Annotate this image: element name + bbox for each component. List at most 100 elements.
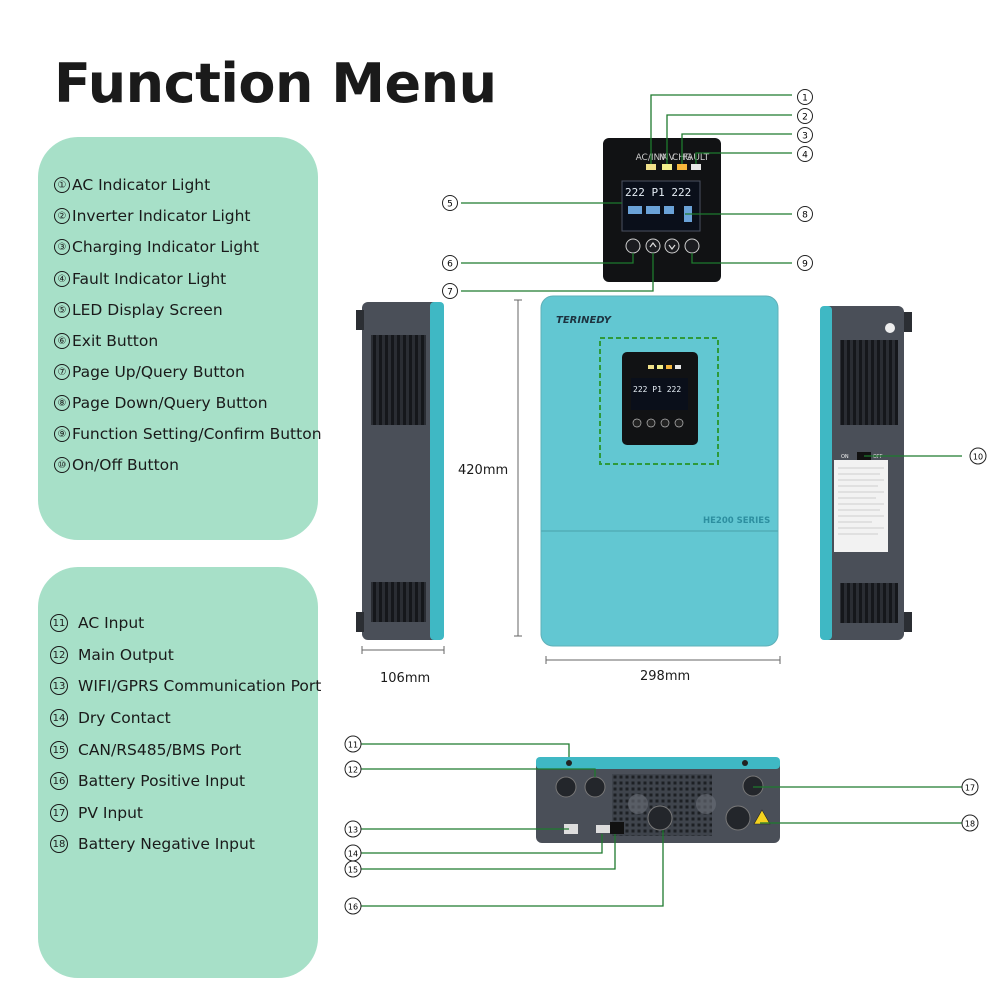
- svg-text:8: 8: [802, 211, 808, 221]
- item-number: 15: [50, 741, 68, 759]
- svg-text:13: 13: [348, 826, 358, 835]
- front-panel-legend: [38, 137, 318, 540]
- callout-13: 13: [344, 820, 362, 838]
- charging-indicator-light: [677, 164, 687, 170]
- item-label: Charging Indicator Light: [72, 238, 260, 256]
- confirm-button-icon: [684, 238, 700, 254]
- lcd-icon: [664, 206, 674, 214]
- item-number: 13: [50, 677, 68, 695]
- svg-text:18: 18: [965, 820, 975, 829]
- item-label: PV Input: [78, 804, 144, 822]
- item-label: Fault Indicator Light: [72, 270, 227, 288]
- callout-6: 6: [442, 255, 458, 271]
- item-label: Exit Button: [72, 332, 159, 350]
- item-number: ③: [54, 239, 70, 255]
- callout-lines-bottom: [361, 743, 962, 907]
- item-number: ⑦: [54, 364, 70, 380]
- legend-item-ac-input: 11 AC Input: [50, 614, 144, 632]
- callout-lines-top: [461, 94, 792, 292]
- item-label: Page Up/Query Button: [72, 363, 245, 381]
- item-label: LED Display Screen: [72, 301, 223, 319]
- page-up-button-icon: [645, 238, 661, 254]
- callout-16: 16: [344, 897, 362, 915]
- page-title: Function Menu: [54, 52, 497, 115]
- svg-text:1: 1: [802, 94, 808, 104]
- svg-text:5: 5: [447, 200, 453, 210]
- callout-4: 4: [797, 146, 813, 162]
- item-label: AC Indicator Light: [72, 176, 211, 194]
- switch-label-off: OFF: [873, 454, 883, 460]
- item-label: Main Output: [78, 646, 174, 664]
- fault-indicator-light: [691, 164, 701, 170]
- up-arrow-icon: [649, 242, 657, 248]
- callout-8: 8: [797, 206, 813, 222]
- brand-logo: TERINEDY: [556, 315, 613, 326]
- item-number: ⑩: [54, 457, 70, 473]
- callout-14: 14: [344, 844, 362, 862]
- item-label: CAN/RS485/BMS Port: [78, 741, 242, 759]
- svg-text:15: 15: [348, 866, 358, 875]
- control-panel-closeup: AC/INV INV CHG FAULT 222 P1 222: [603, 138, 721, 282]
- warning-icon: [753, 809, 771, 825]
- item-label: AC Input: [78, 614, 145, 632]
- svg-text:6: 6: [447, 260, 453, 270]
- svg-text:16: 16: [348, 903, 358, 912]
- width-dimension-label: 298mm: [640, 669, 691, 684]
- item-number: ⑨: [54, 426, 70, 442]
- callout-7: 7: [442, 283, 458, 299]
- rear-panel-legend: [38, 567, 318, 978]
- svg-text:3: 3: [802, 132, 808, 142]
- callout-2: 2: [797, 108, 813, 124]
- ac-indicator-light: [646, 164, 656, 170]
- callout-15: 15: [344, 860, 362, 878]
- front-lcd-text: 222 P1 222: [633, 385, 681, 394]
- item-number: 11: [50, 614, 68, 632]
- item-number: 12: [50, 646, 68, 664]
- right-side-view: ON OFF: [820, 306, 912, 640]
- callout-markers: 1 2 3 4 5 6 7 8 9 10 11 12 13 14 15 16 1…: [344, 89, 987, 915]
- svg-text:9: 9: [802, 260, 808, 270]
- height-dimension-label: 420mm: [458, 463, 509, 478]
- spec-label-sticker: [834, 460, 888, 552]
- item-label: On/Off Button: [72, 456, 179, 474]
- callout-9: 9: [797, 255, 813, 271]
- lcd-text: 222 P1 222: [625, 186, 691, 199]
- switch-label-on: ON: [841, 454, 849, 460]
- callout-1: 1: [797, 89, 813, 105]
- front-view: TERINEDY 222 P1 222 HE200 SERIES: [540, 295, 779, 647]
- page-down-button-icon: [664, 238, 680, 254]
- callout-3: 3: [797, 127, 813, 143]
- item-number: 17: [50, 804, 68, 822]
- legend-item-pv-input: 17 PV Input: [50, 804, 143, 822]
- item-number: ⑧: [54, 395, 70, 411]
- depth-dimension-label: 106mm: [380, 671, 431, 686]
- callout-12: 12: [344, 760, 362, 778]
- callout-5: 5: [442, 195, 458, 211]
- item-number: ②: [54, 208, 70, 224]
- exit-button-icon: [625, 238, 641, 254]
- callout-11: 11: [344, 735, 362, 753]
- item-label: Battery Positive Input: [78, 772, 246, 790]
- callout-18: 18: [961, 814, 979, 832]
- dimension-lines: [361, 299, 781, 664]
- left-side-view: [356, 302, 444, 640]
- lcd-icon: [628, 206, 642, 214]
- svg-text:4: 4: [802, 151, 808, 161]
- svg-text:17: 17: [965, 784, 975, 793]
- callout-17: 17: [961, 778, 979, 796]
- svg-text:2: 2: [802, 113, 808, 123]
- lcd-icon: [646, 206, 660, 214]
- item-number: ④: [54, 271, 70, 287]
- svg-text:11: 11: [348, 741, 358, 750]
- legend-item-can-port: 15 CAN/RS485/BMS Port: [50, 741, 241, 759]
- svg-text:7: 7: [447, 288, 453, 298]
